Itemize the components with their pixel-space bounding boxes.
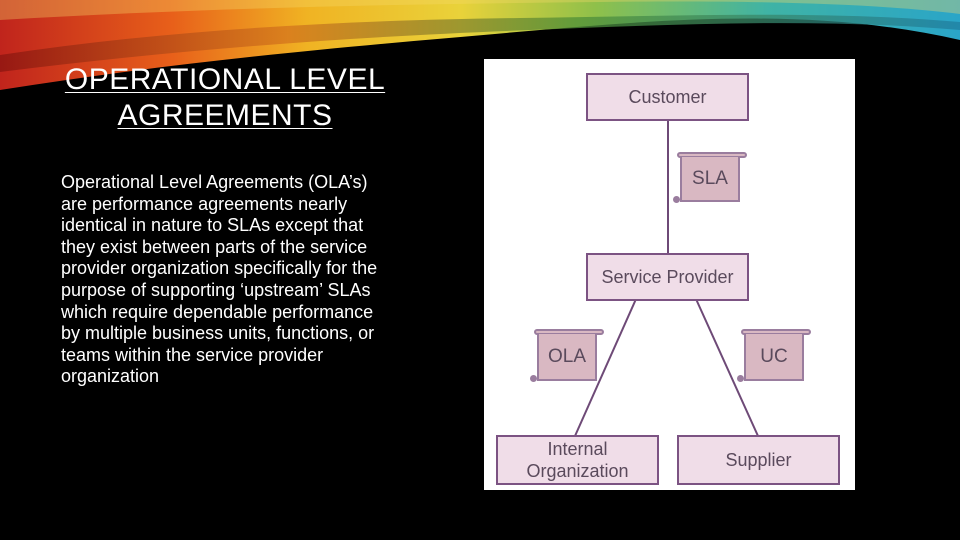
diagram-connectors	[574, 121, 759, 437]
agreement-diagram: Customer SLA Service Provider OLA UC Int…	[484, 59, 855, 490]
supplier-label: Supplier	[725, 450, 792, 470]
customer-node: Customer	[586, 73, 749, 121]
service-provider-label: Service Provider	[601, 267, 734, 287]
internal-organization-node: Internal Organization	[496, 435, 659, 485]
ola-label: OLA	[547, 345, 587, 367]
sla-label: SLA	[692, 167, 728, 189]
supplier-node: Supplier	[677, 435, 840, 485]
service-provider-node: Service Provider	[586, 253, 749, 301]
connector-service-provider-to-internal-organization	[574, 298, 637, 437]
connector-service-provider-to-supplier	[695, 298, 759, 437]
internal-organization-label: Internal Organization	[526, 439, 629, 481]
uc-label: UC	[760, 345, 788, 367]
slide-title: OPERATIONAL LEVEL AGREEMENTS	[64, 63, 386, 132]
customer-label: Customer	[628, 87, 707, 107]
slide-body-text: Operational Level Agreements (OLA’s) are…	[61, 172, 378, 387]
